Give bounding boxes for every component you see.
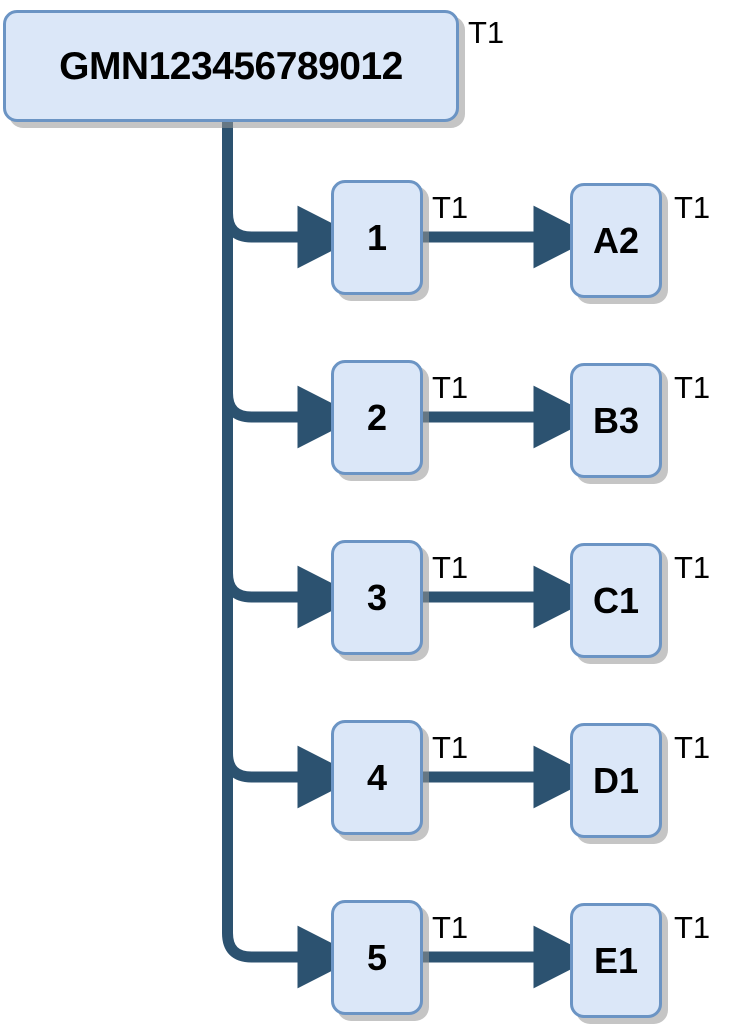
level1-node-2[interactable]: 2 (331, 360, 423, 475)
branch-connector-4 (222, 745, 360, 809)
level1-node-2-label: 2 (366, 396, 388, 438)
level1-node-3-label: 3 (366, 576, 388, 618)
level1-node-5[interactable]: 5 (331, 900, 423, 1015)
level2-node-2[interactable]: B3 (570, 363, 662, 478)
level1-node-3[interactable]: 3 (331, 540, 423, 655)
level1-node-4[interactable]: 4 (331, 720, 423, 835)
trunk-connector (222, 120, 257, 963)
level2-node-4[interactable]: D1 (570, 723, 662, 838)
level2-node-5-label: E1 (593, 939, 639, 981)
level1-node-1-label: 1 (366, 216, 388, 258)
level2-node-5[interactable]: E1 (570, 903, 662, 1018)
level1-node-3-edge-label: T1 (432, 550, 469, 585)
level2-node-4-label: D1 (592, 759, 640, 801)
level2-node-2-label: B3 (592, 399, 640, 441)
level2-node-4-edge-label: T1 (674, 730, 711, 765)
branch-connector-2 (222, 385, 360, 449)
level1-node-4-label: 4 (366, 756, 388, 798)
level1-node-4-edge-label: T1 (432, 730, 469, 765)
level2-node-3[interactable]: C1 (570, 543, 662, 658)
level1-node-1-edge-label: T1 (432, 190, 469, 225)
level2-node-5-edge-label: T1 (674, 910, 711, 945)
level2-node-2-edge-label: T1 (674, 370, 711, 405)
level1-node-5-edge-label: T1 (432, 910, 469, 945)
level1-node-2-edge-label: T1 (432, 370, 469, 405)
level2-node-1[interactable]: A2 (570, 183, 662, 298)
level1-node-5-label: 5 (366, 936, 388, 978)
branch-connector-3 (222, 565, 360, 629)
level2-node-1-edge-label: T1 (674, 190, 711, 225)
root-node-label: GMN123456789012 (59, 44, 403, 88)
level1-node-1[interactable]: 1 (331, 180, 423, 295)
level2-node-1-label: A2 (592, 219, 640, 261)
level2-node-3-label: C1 (592, 579, 640, 621)
branch-connector-1 (222, 205, 360, 269)
level2-node-3-edge-label: T1 (674, 550, 711, 585)
root-node-edge-label: T1 (468, 15, 505, 50)
root-node[interactable]: GMN123456789012 (3, 10, 459, 122)
